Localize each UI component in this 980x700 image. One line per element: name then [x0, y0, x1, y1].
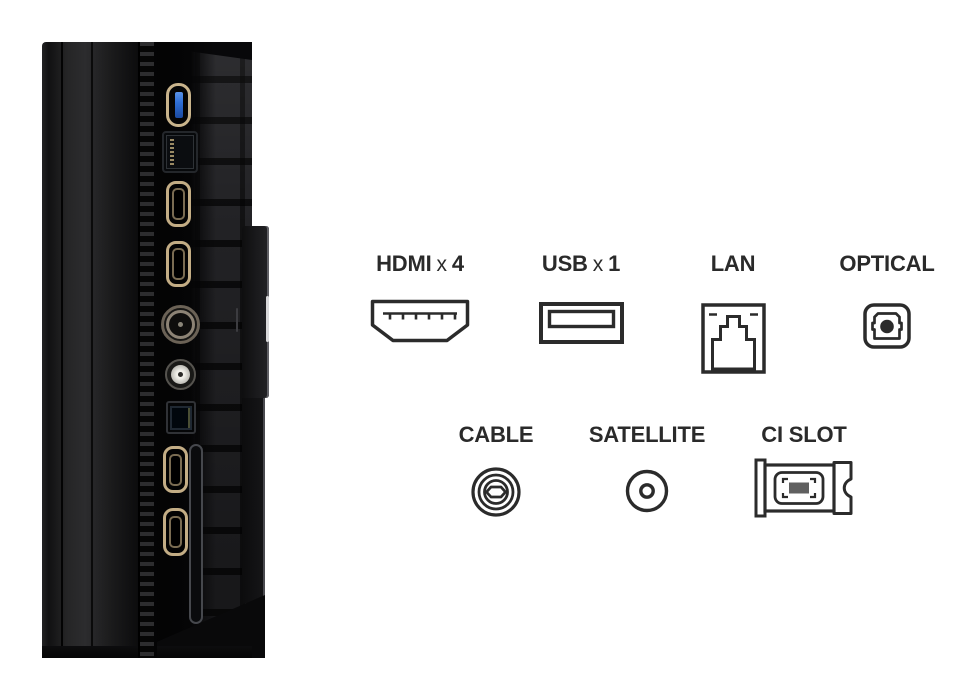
- satellite-coax-icon: [625, 469, 669, 513]
- usb-connector-tongue: [174, 92, 183, 118]
- tv-side-panel-photo: [42, 42, 270, 658]
- ci-slot-icon: [754, 458, 853, 518]
- satellite-label: SATELLITE: [588, 422, 706, 448]
- ci-slot-label-name: CI SLOT: [761, 422, 847, 447]
- cable-label-name: CABLE: [458, 422, 534, 447]
- coax-face: [171, 365, 190, 384]
- usb-port: [166, 83, 191, 127]
- tv-vent-fins: [138, 42, 157, 658]
- ci-slot-opening: [189, 444, 203, 624]
- lan-label: LAN: [711, 251, 756, 277]
- tv-mount-bracket: [242, 226, 269, 398]
- lan-port-icon: [700, 303, 766, 374]
- optical-audio-port: [166, 401, 196, 434]
- optical-shutter: [170, 405, 192, 430]
- optical-port-icon: [863, 303, 911, 349]
- coax-pin: [178, 322, 183, 327]
- ci-slot-label: CI SLOT: [761, 422, 847, 448]
- cable-coax-port: [161, 305, 200, 344]
- hdmi-slot: [172, 248, 185, 280]
- hdmi-label-count: 4: [451, 251, 464, 276]
- tv-panel-notch: [236, 308, 238, 332]
- hdmi-label-times: x: [436, 253, 448, 276]
- usb-label-count: 1: [608, 251, 621, 276]
- usb-port-icon: [538, 302, 624, 344]
- usb-label-times: x: [592, 253, 604, 276]
- legend-item-satellite: SATELLITE: [584, 422, 710, 513]
- optical-label: OPTICAL: [839, 251, 934, 277]
- hdmi-port-1: [166, 181, 191, 227]
- hdmi-port-2: [166, 241, 191, 287]
- coax-ring: [166, 310, 195, 339]
- optical-label-name: OPTICAL: [839, 251, 935, 276]
- lan-pins: [170, 139, 174, 165]
- hdmi-port-3: [163, 446, 188, 493]
- hdmi-slot: [169, 516, 182, 548]
- satellite-coax-port: [165, 359, 196, 390]
- legend-item-optical: OPTICAL: [825, 251, 949, 349]
- legend-item-ci-slot: CI SLOT: [742, 422, 866, 520]
- lan-label-name: LAN: [710, 251, 756, 276]
- satellite-label-name: SATELLITE: [588, 422, 706, 447]
- cable-coax-icon: [471, 467, 521, 517]
- legend-item-cable: CABLE: [434, 422, 558, 518]
- cable-label: CABLE: [459, 422, 534, 448]
- tv-lower-edge: [242, 398, 265, 603]
- hdmi-slot: [172, 188, 185, 220]
- hdmi-port-icon: [370, 299, 470, 343]
- lan-socket: [166, 135, 194, 169]
- legend-item-lan: LAN: [671, 251, 795, 374]
- usb-label-name: USB: [541, 251, 588, 276]
- hdmi-slot: [169, 453, 182, 486]
- hdmi-label-name: HDMI: [376, 251, 432, 276]
- hdmi-port-4: [163, 508, 188, 556]
- lan-port: [162, 131, 198, 173]
- tv-back-cover: [42, 42, 138, 658]
- coax-hole: [178, 372, 183, 377]
